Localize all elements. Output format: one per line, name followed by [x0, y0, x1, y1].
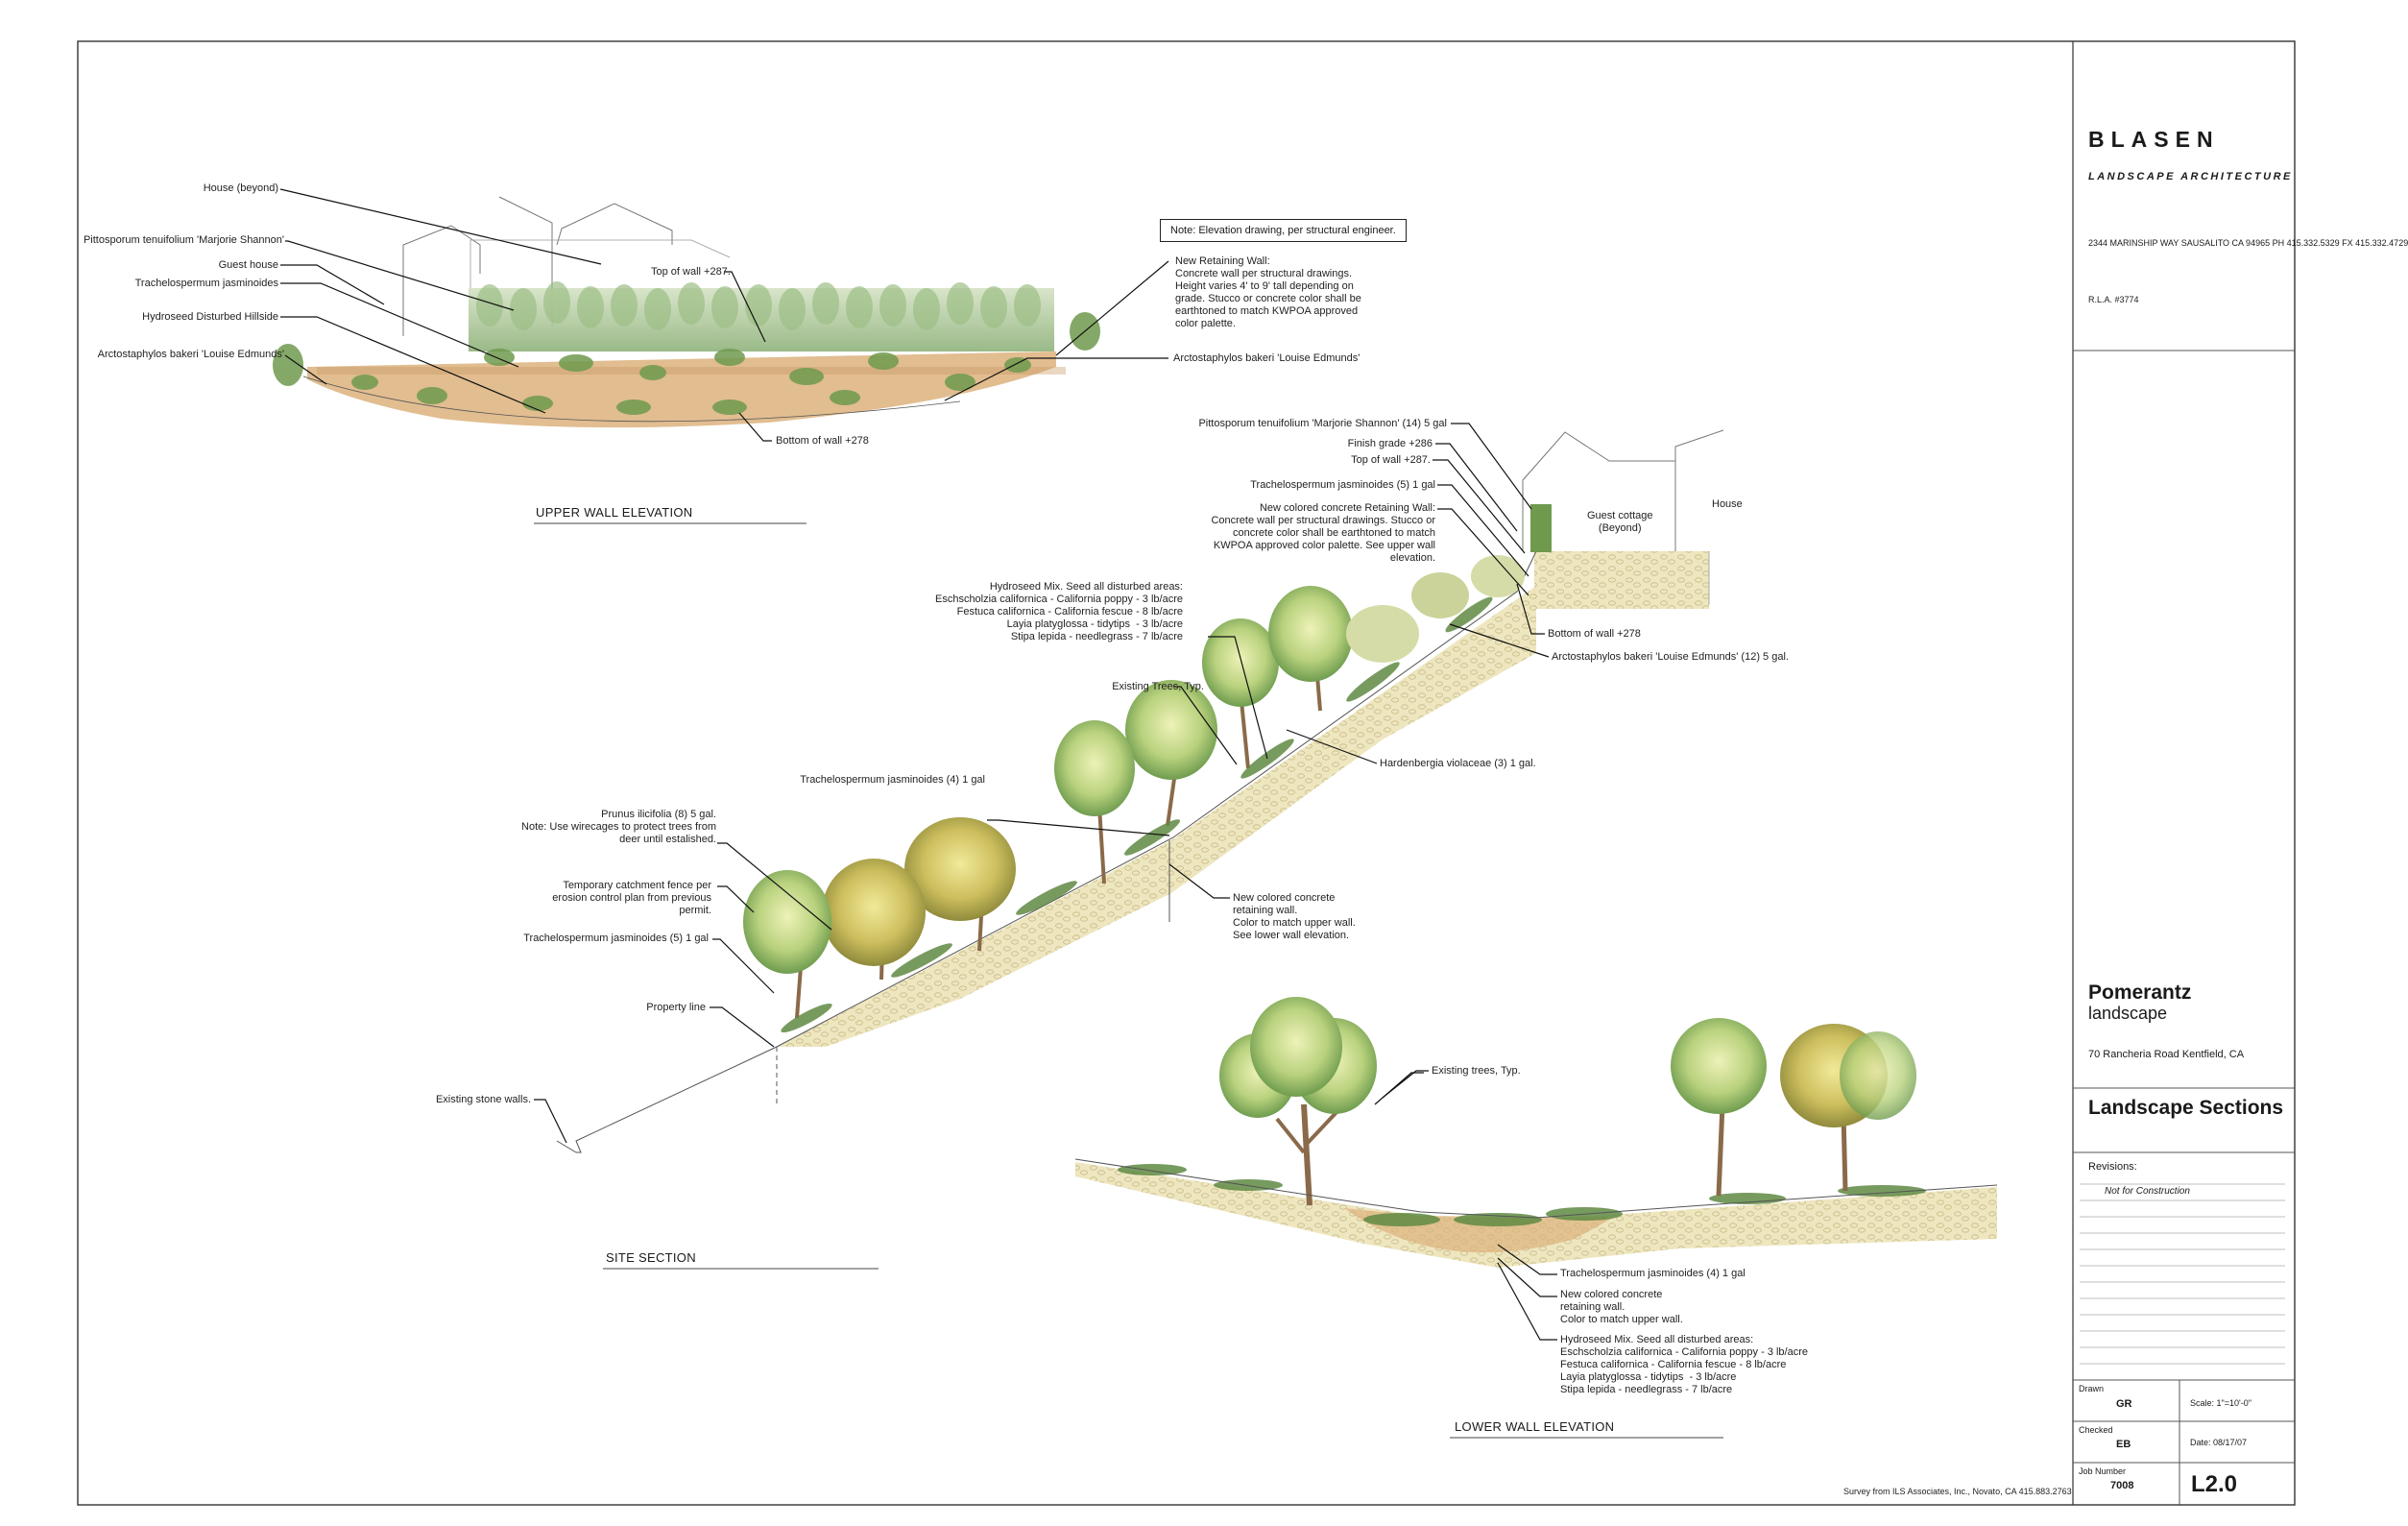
- upper-leaders: [279, 188, 1169, 442]
- label-trachelospermum-5: Trachelospermum jasminoides (5) 1 gal: [1250, 479, 1435, 491]
- label-prunus: Prunus ilicifolia (8) 5 gal. Note: Use w…: [521, 809, 716, 845]
- label-hardenbergia: Hardenbergia violaceae (3) 1 gal.: [1380, 758, 1536, 769]
- survey-note: Survey from ILS Associates, Inc., Novato…: [1843, 1487, 2072, 1496]
- note-elevation-box: Note: Elevation drawing, per structural …: [1160, 219, 1407, 242]
- label-pittosporum-upper: Pittosporum tenuifolium 'Marjorie Shanno…: [83, 234, 284, 246]
- label-top-of-wall-upper: Top of wall +287.: [651, 266, 731, 278]
- job-number-label: Job Number: [2079, 1466, 2127, 1476]
- job-number-value: 7008: [2110, 1480, 2134, 1491]
- sheet-title: Landscape Sections: [2088, 1097, 2284, 1119]
- title-lower-wall-elevation: LOWER WALL ELEVATION: [1455, 1419, 1615, 1434]
- drawn-label: Drawn: [2079, 1384, 2105, 1393]
- label-guest-house: Guest house: [218, 259, 278, 271]
- label-hydroseed-lower: Hydroseed Mix. Seed all disturbed areas:…: [1560, 1334, 1809, 1395]
- site-section-drawing: [556, 429, 1724, 1153]
- label-trachelospermum-4-site: Trachelospermum jasminoides (4) 1 gal: [800, 774, 985, 786]
- label-guest-cottage: Guest cottage (Beyond): [1587, 510, 1653, 534]
- title-site-section: SITE SECTION: [606, 1250, 696, 1265]
- firm-name: BLASEN: [2088, 127, 2220, 152]
- label-existing-stone-walls: Existing stone walls.: [435, 1094, 531, 1105]
- firm-address: 2344 MARINSHIP WAY SAUSALITO CA 94965 PH…: [2088, 238, 2408, 248]
- label-finish-grade: Finish grade +286: [1347, 438, 1433, 449]
- label-hydroseed-hillside: Hydroseed Disturbed Hillside: [142, 311, 278, 323]
- drawn-value: GR: [2116, 1398, 2132, 1410]
- client-subtitle: landscape: [2088, 1004, 2168, 1023]
- label-property-line: Property line: [646, 1002, 706, 1013]
- revisions-label: Revisions:: [2088, 1161, 2137, 1173]
- sheet-number: L2.0: [2191, 1471, 2238, 1497]
- label-trachelospermum-4-lower: Trachelospermum jasminoides (4) 1 gal: [1560, 1268, 1746, 1279]
- checked-value: EB: [2116, 1439, 2131, 1450]
- label-house: House: [1712, 498, 1743, 510]
- lower-leaders: [1382, 1070, 1557, 1341]
- label-hydroseed-site: Hydroseed Mix. Seed all disturbed areas:…: [934, 581, 1183, 642]
- note-elevation-text: Note: Elevation drawing, per structural …: [1170, 225, 1396, 236]
- label-house-beyond: House (beyond): [203, 182, 278, 194]
- lower-wall-elevation-drawing: [1074, 997, 1998, 1268]
- checked-label: Checked: [2079, 1425, 2113, 1435]
- date-value: Date: 08/17/07: [2190, 1438, 2248, 1447]
- label-existing-trees-lower: Existing trees, Typ.: [1432, 1065, 1521, 1077]
- label-arcto-upper-left: Arctostaphylos bakeri 'Louise Edmunds': [97, 349, 284, 360]
- client-address: 70 Rancheria Road Kentfield, CA: [2088, 1049, 2245, 1060]
- label-arcto-upper-right: Arctostaphylos bakeri 'Louise Edmunds': [1173, 352, 1361, 364]
- label-catchment-fence: Temporary catchment fence per erosion co…: [552, 880, 711, 916]
- label-trachelospermum-5b: Trachelospermum jasminoides (5) 1 gal: [523, 933, 709, 944]
- label-existing-trees-site: Existing Trees, Typ.: [1112, 681, 1204, 692]
- title-upper-wall-elevation: UPPER WALL ELEVATION: [536, 505, 693, 520]
- label-new-lower-wall-site: New colored concrete retaining wall. Col…: [1233, 892, 1356, 941]
- label-pittosporum-site: Pittosporum tenuifolium 'Marjorie Shanno…: [1198, 418, 1447, 429]
- label-new-retaining-wall: New Retaining Wall: Concrete wall per st…: [1175, 255, 1361, 329]
- revision-lines: [2080, 1183, 2285, 1365]
- site-leaders: [534, 423, 1550, 1144]
- label-bottom-of-wall-site: Bottom of wall +278: [1548, 628, 1641, 640]
- label-top-of-wall-site: Top of wall +287.: [1351, 454, 1431, 466]
- label-arcto-site: Arctostaphylos bakeri 'Louise Edmunds' (…: [1552, 651, 1789, 663]
- sheet-border: [77, 40, 2296, 1506]
- firm-tagline: LANDSCAPE ARCHITECTURE: [2088, 171, 2293, 182]
- firm-license: R.L.A. #3774: [2088, 295, 2139, 304]
- revision-note: Not for Construction: [2105, 1186, 2190, 1197]
- site-trees: [743, 504, 1552, 1019]
- upper-wall-elevation-drawing: [273, 196, 1100, 428]
- label-new-colored-wall-site: New colored concrete Retaining Wall: Con…: [1211, 502, 1435, 564]
- label-bottom-of-wall-upper: Bottom of wall +278: [776, 435, 869, 447]
- label-new-wall-lower: New colored concrete retaining wall. Col…: [1560, 1289, 1683, 1325]
- scale-value: Scale: 1"=10'-0": [2190, 1398, 2251, 1408]
- drawing-sheet: [77, 40, 2296, 1506]
- label-trachelospermum-upper: Trachelospermum jasminoides: [134, 278, 278, 289]
- client-name: Pomerantz: [2088, 981, 2192, 1004]
